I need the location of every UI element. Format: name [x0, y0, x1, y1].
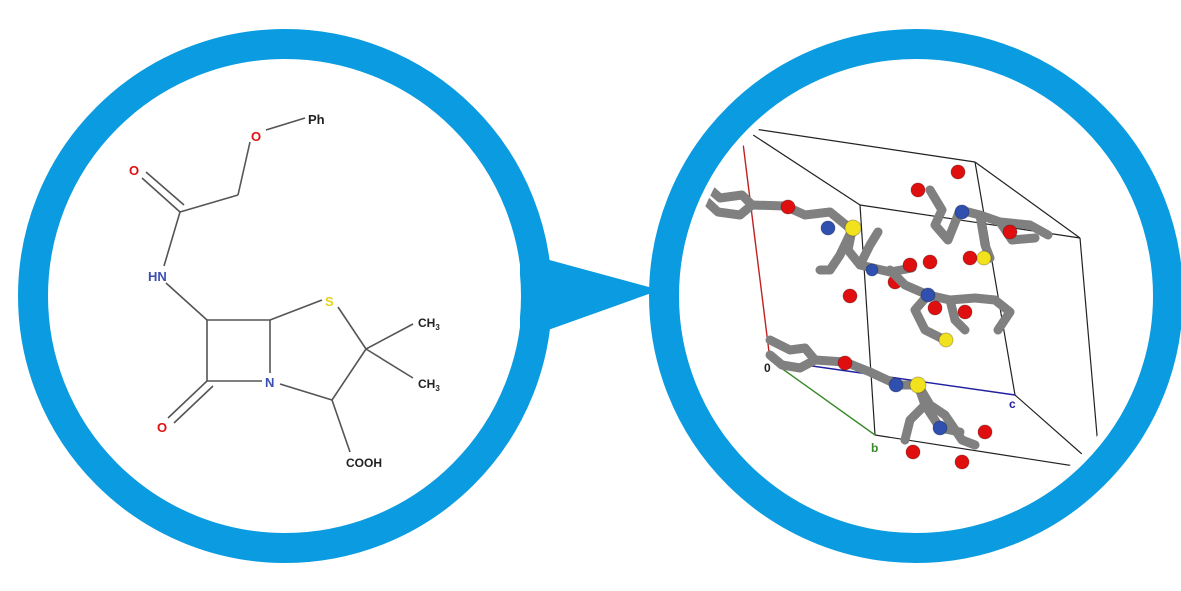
- label-ph: Ph: [308, 112, 325, 127]
- atom-yellow: [938, 332, 954, 348]
- bond: [165, 282, 208, 321]
- atom-red: [957, 304, 973, 320]
- left-ring-fill: [49, 60, 521, 532]
- atom-red: [837, 355, 853, 371]
- atom-blue: [954, 204, 970, 220]
- atom-blue: [888, 377, 904, 393]
- bond: [167, 380, 208, 419]
- bond: [265, 117, 306, 131]
- axis-label-c: c: [1009, 397, 1016, 411]
- molecules: [700, 164, 1053, 470]
- bond-stick: [885, 265, 1015, 335]
- atom-yellow: [844, 219, 862, 237]
- label-o-ether: O: [251, 129, 261, 144]
- label-n-ring: N: [265, 375, 274, 390]
- bond: [179, 194, 239, 213]
- atom-blue: [820, 220, 836, 236]
- axis-label-origin: 0: [764, 361, 771, 375]
- crystal-3d: 0 b c: [700, 126, 1101, 471]
- bond-stick: [995, 217, 1040, 245]
- bond: [365, 323, 414, 350]
- bond-stick: [910, 290, 950, 345]
- label-o-lactam: O: [157, 420, 167, 435]
- atom-red: [910, 182, 926, 198]
- structure-2d: [141, 117, 414, 453]
- atom-red: [922, 254, 938, 270]
- atom-red: [1002, 224, 1018, 240]
- structure-2d-labels: Ph O O HN S CH3 CH3 N O COOH: [129, 112, 440, 470]
- atom-yellow: [909, 376, 927, 394]
- bond: [337, 306, 367, 350]
- axis-b: [769, 359, 876, 436]
- bond: [237, 141, 251, 196]
- atom-blue: [920, 287, 936, 303]
- atom-blue: [932, 420, 948, 436]
- bond: [331, 399, 351, 453]
- atom-red: [842, 288, 858, 304]
- bond-stick: [945, 295, 970, 335]
- bond: [331, 348, 367, 401]
- bond: [141, 177, 181, 213]
- atom-yellow: [976, 250, 992, 266]
- label-ch3-bottom: CH3: [418, 377, 440, 393]
- atom-red: [902, 257, 918, 273]
- bond: [163, 211, 181, 267]
- bubble-connector: [520, 252, 660, 340]
- label-cooh: COOH: [346, 456, 382, 470]
- atom-red: [962, 250, 978, 266]
- bond-stick: [913, 380, 980, 450]
- bond-stick: [815, 225, 857, 275]
- atom-red: [780, 199, 796, 215]
- label-s: S: [325, 294, 334, 309]
- unit-cell: [740, 126, 1101, 471]
- right-ring-fill: [680, 60, 1152, 532]
- atom-red: [950, 164, 966, 180]
- atom-blue: [865, 263, 879, 277]
- atom-red: [905, 444, 921, 460]
- axis-label-b: b: [871, 441, 878, 455]
- label-ch3-top: CH3: [418, 316, 440, 332]
- bond: [279, 383, 333, 401]
- bond: [365, 348, 414, 379]
- axis-a: [740, 126, 771, 361]
- left-ring: [18, 29, 552, 563]
- bond: [269, 299, 323, 321]
- atom-red: [977, 424, 993, 440]
- label-o-amide: O: [129, 163, 139, 178]
- bond: [173, 385, 214, 424]
- label-nh: HN: [148, 269, 167, 284]
- atom-red: [927, 300, 943, 316]
- atom-red: [954, 454, 970, 470]
- right-ring: [649, 29, 1181, 563]
- bond: [145, 171, 185, 206]
